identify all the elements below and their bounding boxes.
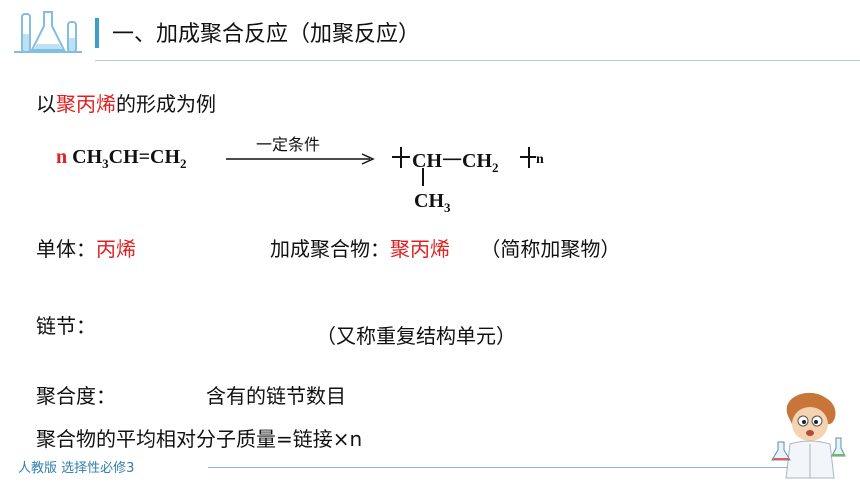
reaction-equation: n CH3CH=CH2 (56, 146, 187, 172)
intro-line: 以聚丙烯的形成为例 (36, 88, 216, 117)
polymer-value: 聚丙烯 (390, 237, 450, 261)
product-main-chain: CH一CH2 (412, 150, 499, 175)
lab-glassware-icon (8, 4, 88, 60)
scientist-illustration (770, 388, 852, 480)
reaction-arrow (226, 150, 376, 165)
polymer-line: 加成聚合物：聚丙烯 （简称加聚物） (270, 233, 620, 262)
degree-subscript-n: n (536, 152, 544, 167)
degree-label: 聚合度： (36, 384, 116, 408)
monomer-value: 丙烯 (96, 237, 136, 261)
monomer-line: 单体：丙烯 (36, 233, 136, 262)
coefficient-n: n (56, 146, 68, 168)
chain-unit-note: （又称重复结构单元） (316, 324, 516, 348)
intro-highlight: 聚丙烯 (56, 92, 116, 116)
reactant-formula: CH3CH=CH2 (72, 146, 187, 171)
product-structure: CH一CH2 n CH3 (386, 144, 556, 216)
polymer-note: （简称加聚物） (480, 237, 621, 261)
title-accent-bar (95, 18, 99, 48)
reaction-condition: 一定条件 (256, 135, 321, 154)
page-title: 一、加成聚合反应（加聚反应） (112, 22, 421, 47)
header-divider (95, 60, 860, 61)
intro-suffix: 的形成为例 (116, 92, 216, 116)
polymer-label: 加成聚合物： (270, 237, 390, 261)
footer-textbook-label: 人教版 选择性必修3 (18, 461, 135, 476)
monomer-label: 单体： (36, 237, 96, 261)
product-side-group: CH3 (414, 190, 451, 215)
chain-unit-label: 链节： (36, 314, 96, 338)
degree-definition: 含有的链节数目 (206, 384, 346, 408)
molecular-weight-formula: 聚合物的平均相对分子质量=链接×n (36, 427, 363, 451)
footer-divider (208, 467, 788, 468)
intro-prefix: 以 (36, 92, 56, 116)
